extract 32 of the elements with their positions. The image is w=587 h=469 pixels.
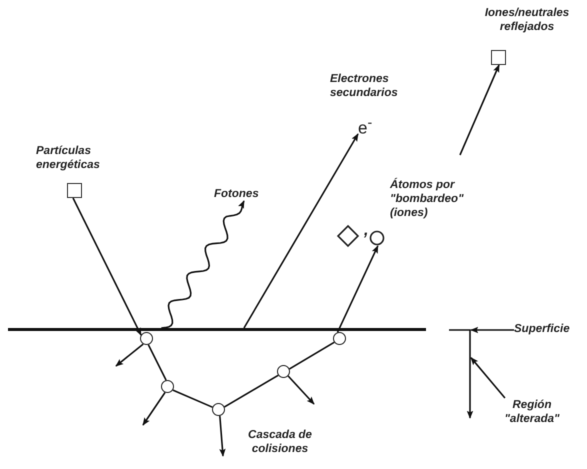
- electron-symbol: e$^{-}$: [358, 114, 372, 138]
- comma: ,: [364, 224, 368, 238]
- surface-label: Superficie: [514, 322, 571, 336]
- atom-circle: [140, 332, 153, 345]
- particle-caption: Partículas energéticas: [36, 144, 101, 172]
- arrow: [219, 416, 226, 457]
- region-label: Región "alterada": [503, 398, 560, 426]
- arrow: [115, 343, 144, 367]
- atom-circle: [212, 403, 225, 416]
- arrow: [459, 64, 500, 156]
- arrow: [336, 245, 379, 333]
- atom-circle: [333, 332, 346, 345]
- arrow: [142, 392, 166, 426]
- sputtered-atoms-caption: Átomos por "bombardeo" (iones): [390, 178, 465, 220]
- cascade-line: [289, 342, 335, 370]
- photon-label: Fotones: [214, 187, 260, 201]
- atom-circle: [277, 365, 290, 378]
- wavy-arrow: [161, 200, 245, 329]
- region-bracket: [449, 329, 471, 419]
- atom-circle: [161, 380, 174, 393]
- arrow: [288, 375, 315, 405]
- arrow: [470, 357, 506, 399]
- electron-caption: Electrones secundarios: [330, 72, 399, 100]
- arrow: [72, 198, 142, 336]
- cascade-label: Cascada de colisiones: [247, 428, 313, 456]
- cascade-line: [172, 389, 213, 408]
- arrow: [470, 326, 514, 334]
- reflected-caption: Iones/neutrales reflejados: [484, 6, 570, 34]
- cascade-line: [224, 374, 279, 408]
- surface-line: [8, 328, 426, 331]
- cascade-line: [148, 344, 167, 381]
- arrow: [243, 133, 359, 328]
